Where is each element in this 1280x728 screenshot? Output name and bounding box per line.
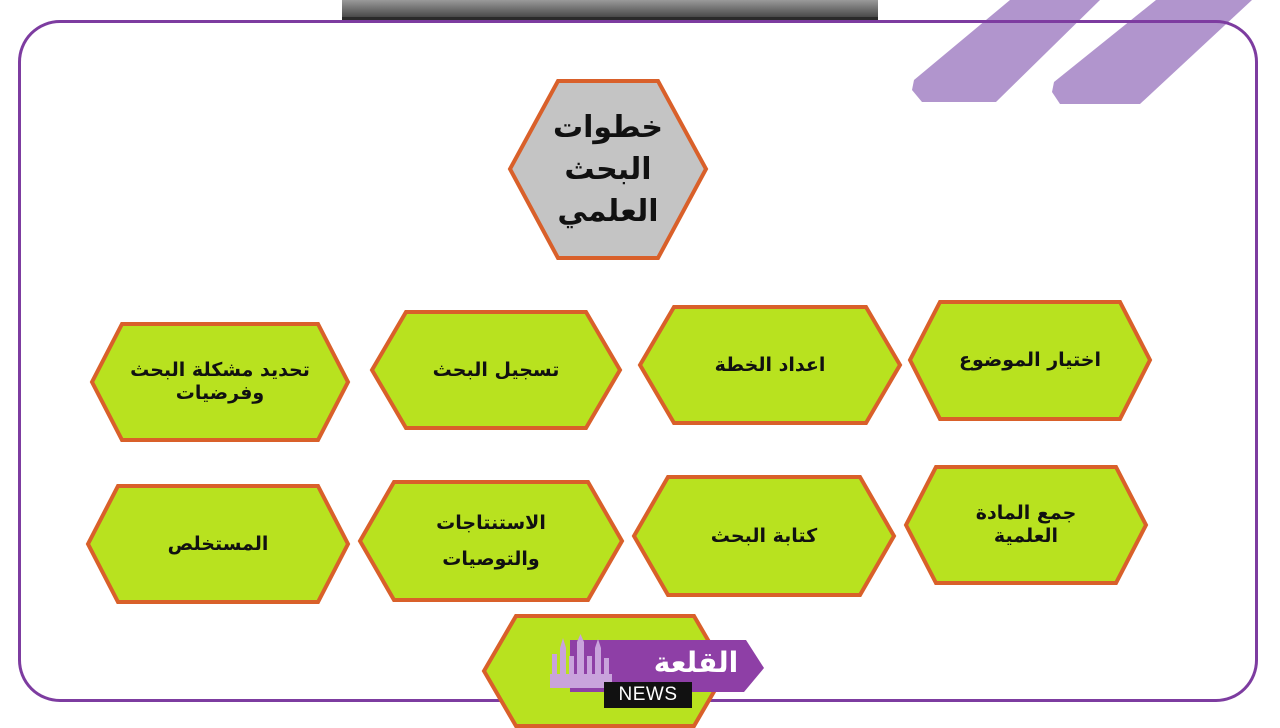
diagram-title: خطوات البحث العلمي [552, 109, 664, 229]
step-hexagon: جمع المادة العلمية [903, 465, 1149, 585]
step-hexagon: تسجيل البحث [369, 310, 623, 430]
step-hexagon: اختيار الموضوع [907, 300, 1153, 421]
top-banner-strip [342, 0, 878, 20]
step-hexagon: المستخلص [85, 484, 351, 604]
logo-name: القلعة [653, 646, 739, 679]
step-label: تحديد مشكلة البحث وفرضيات [130, 359, 310, 404]
step-label: الاستنتاجات والتوصيات [436, 511, 546, 570]
step-hexagon: اعداد الخطة [637, 305, 903, 425]
step-label: المستخلص [167, 532, 269, 555]
step-label: كتابة البحث [710, 524, 818, 547]
alqalaa-news-logo: القلعة NEWS [550, 634, 772, 714]
step-label: تسجيل البحث [432, 358, 560, 381]
step-hexagon: الاستنتاجات والتوصيات [357, 480, 625, 602]
decorative-stripes [912, 0, 1252, 104]
step-label: جمع المادة العلمية [975, 502, 1077, 547]
step-hexagon: كتابة البحث [631, 475, 897, 597]
step-hexagon: تحديد مشكلة البحث وفرضيات [89, 322, 351, 442]
title-hexagon: خطوات البحث العلمي [507, 79, 709, 260]
step-label: اختيار الموضوع [959, 349, 1101, 372]
logo-news-tag: NEWS [604, 682, 692, 708]
step-label: اعداد الخطة [714, 353, 826, 376]
castle-icon [550, 634, 764, 692]
